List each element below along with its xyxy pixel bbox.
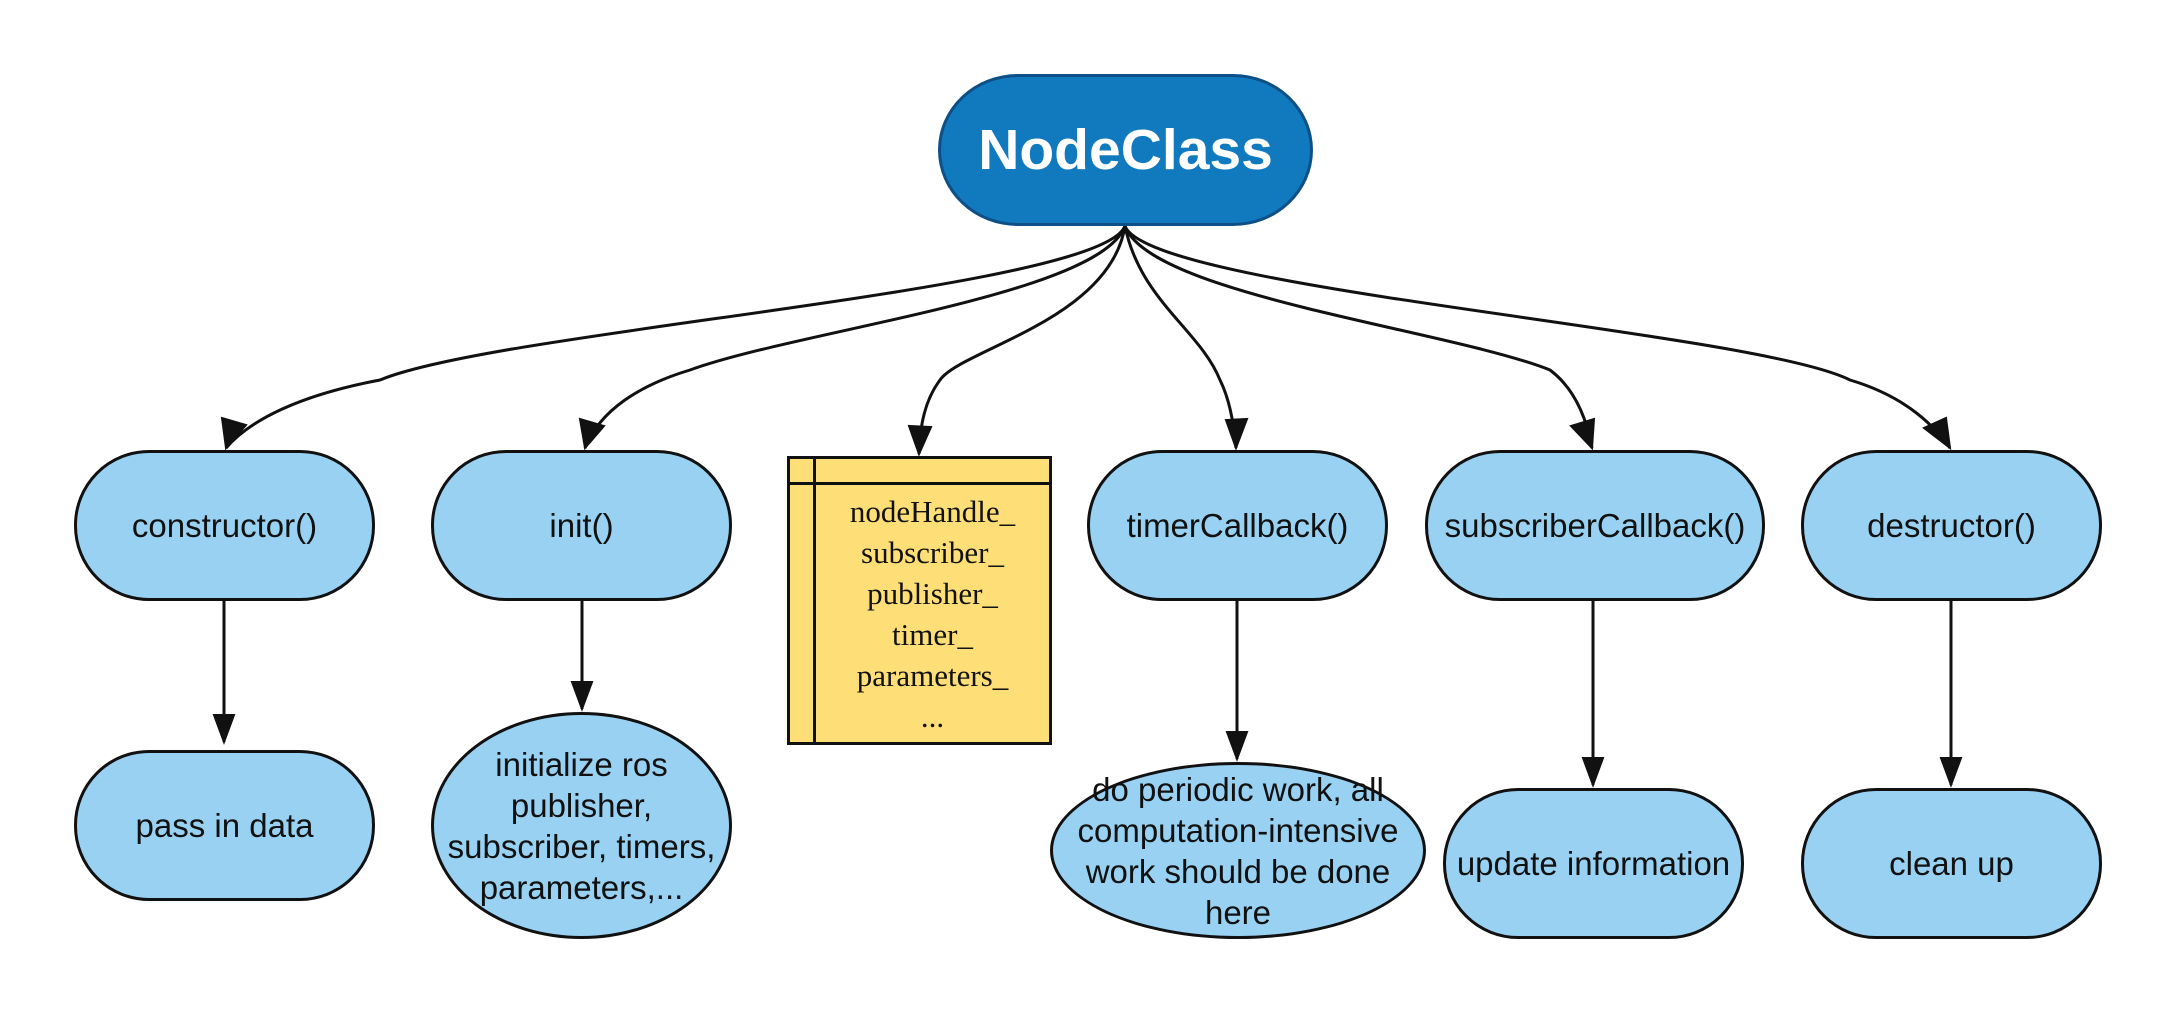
detail-node-subscriber-callback: update information (1443, 788, 1744, 939)
arrowhead-timer-detail (1225, 731, 1249, 762)
method-label: timerCallback() (1126, 507, 1349, 544)
arrowhead-constructor (220, 416, 248, 451)
arrowhead-timer (1224, 417, 1249, 451)
store-divider-horizontal (790, 482, 1049, 485)
detail-node-constructor: pass in data (74, 750, 375, 901)
detail-node-destructor: clean up (1801, 788, 2102, 939)
detail-label: initialize ros publisher, subscriber, ti… (447, 745, 716, 906)
method-label: destructor() (1867, 507, 2036, 544)
members-store: nodeHandle_ subscriber_ publisher_ timer… (787, 456, 1052, 745)
member-field: timer_ (892, 616, 973, 652)
method-node-timer-callback: timerCallback() (1087, 450, 1388, 601)
member-field: parameters_ (856, 657, 1009, 693)
method-node-destructor: destructor() (1801, 450, 2102, 601)
store-divider-vertical (813, 459, 816, 742)
arrowhead-constructor-detail (212, 714, 236, 745)
detail-node-init: initialize ros publisher, subscriber, ti… (431, 712, 732, 939)
arrowhead-destructor (1922, 416, 1952, 451)
members-field-list: nodeHandle_ subscriber_ publisher_ timer… (816, 485, 1049, 742)
detail-label: pass in data (135, 807, 314, 844)
member-field: nodeHandle_ (849, 493, 1016, 529)
arrowhead-init-detail (570, 681, 594, 712)
edge-root-timer (1123, 225, 1238, 449)
detail-node-timer-callback: do periodic work, all computation-intens… (1050, 762, 1426, 939)
arrowhead-members (907, 424, 933, 457)
edge-root-members (917, 225, 1127, 455)
arrowhead-init (578, 417, 606, 451)
arrowhead-subscriber-detail (1581, 757, 1605, 788)
edge-root-destructor (1123, 225, 1952, 449)
arrowhead-destructor-detail (1939, 757, 1963, 788)
detail-label: clean up (1889, 845, 2014, 882)
method-node-constructor: constructor() (74, 450, 375, 601)
method-label: subscriberCallback() (1444, 507, 1746, 544)
root-node: NodeClass (938, 74, 1313, 226)
edge-root-init (583, 225, 1127, 449)
detail-label: update information (1456, 845, 1731, 882)
edge-root-subscriber (1123, 225, 1594, 449)
edge-root-constructor (224, 225, 1127, 449)
member-field: ... (920, 698, 945, 734)
member-field: subscriber_ (861, 534, 1004, 570)
method-node-init: init() (431, 450, 732, 601)
detail-label: do periodic work, all computation-intens… (1077, 770, 1399, 931)
method-label: init() (549, 507, 614, 544)
root-label: NodeClass (978, 118, 1273, 182)
method-node-subscriber-callback: subscriberCallback() (1425, 450, 1765, 601)
member-field: publisher_ (867, 575, 998, 611)
method-label: constructor() (131, 507, 318, 544)
arrowhead-subscriber (1569, 417, 1596, 451)
